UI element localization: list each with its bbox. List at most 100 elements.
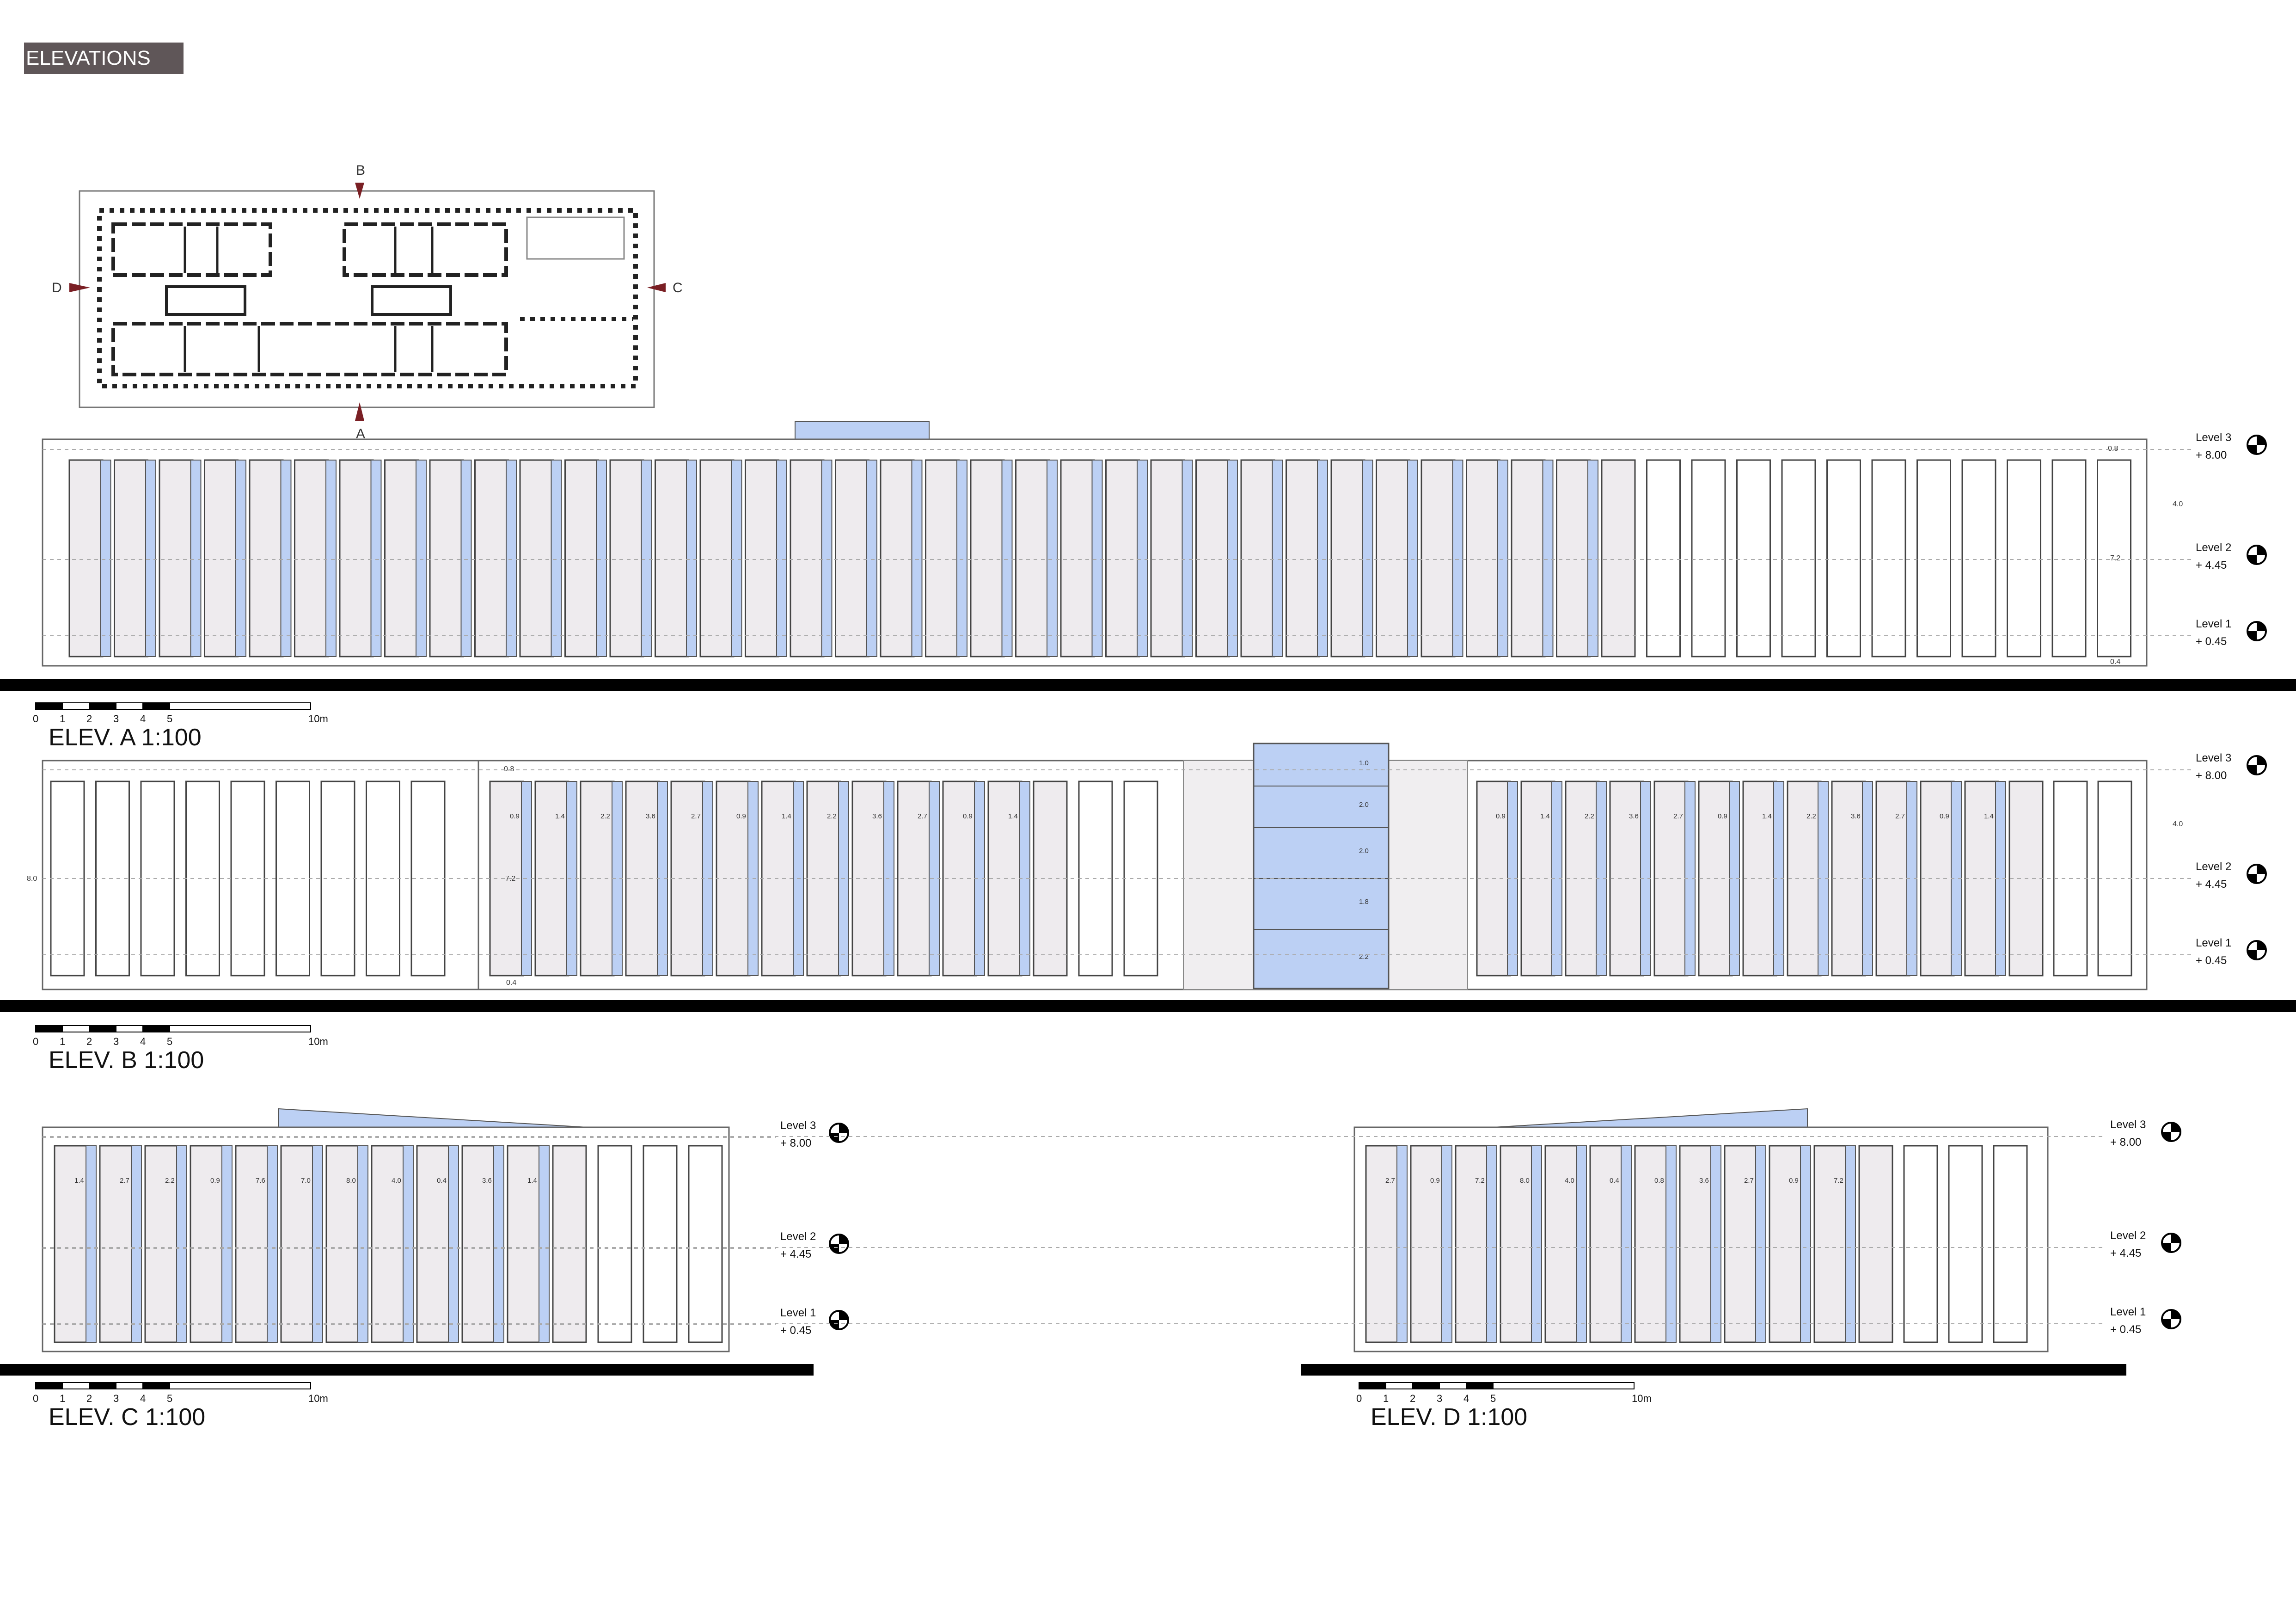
glazing-strip <box>1587 460 1598 657</box>
glazing-strip <box>596 460 607 657</box>
marker-a-label: A <box>356 426 365 442</box>
glazing-strip <box>1396 1145 1408 1343</box>
dim-label: 2.7 <box>1744 1177 1754 1185</box>
dim-label: 2.2 <box>600 812 610 820</box>
sheet-title: ELEVATIONS <box>26 47 151 69</box>
scale-segment <box>1412 1382 1440 1389</box>
scale-segment <box>35 702 63 710</box>
glazing-strip <box>1182 460 1193 657</box>
caption-elev-b: ELEV. B 1:100 <box>49 1047 204 1074</box>
facade-panel <box>159 459 194 657</box>
facade-panel <box>294 459 329 657</box>
elev-a-level-name: Level 2 <box>2196 541 2231 554</box>
elev-c-scale-tick: 2 <box>86 1393 92 1404</box>
dim-b-span: 4.0 <box>2173 820 2183 828</box>
facade-panel <box>1410 1145 1445 1343</box>
dim-label: 2.2 <box>165 1177 175 1185</box>
elev-a-scale-end: 10m <box>308 713 328 725</box>
elev-c-level-value: + 0.45 <box>780 1324 811 1337</box>
glazing-strip <box>1362 460 1373 657</box>
scale-segment <box>1493 1382 1635 1389</box>
elev-b-scale-tick: 0 <box>33 1036 38 1047</box>
facade-panel <box>699 459 735 657</box>
facade-panel <box>1365 1145 1400 1343</box>
glazing-strip <box>539 1145 550 1343</box>
dim-label: 1.4 <box>555 812 565 820</box>
dim-label: 0.9 <box>736 812 746 820</box>
elev-d-scale-tick: 3 <box>1437 1393 1442 1404</box>
facade-panel <box>1831 780 1866 977</box>
facade-panel <box>835 459 869 657</box>
facade-panel <box>1634 1145 1669 1343</box>
facade-panel <box>1455 1145 1490 1343</box>
dim-label: 3.6 <box>1629 812 1639 820</box>
scale-segment <box>142 702 170 710</box>
facade-panel <box>1858 1145 1893 1343</box>
dim-label: 4.0 <box>392 1177 401 1185</box>
elev-d-level-value: + 8.00 <box>2110 1136 2141 1149</box>
level-datum-fill <box>2257 436 2266 445</box>
glazing-strip <box>86 1145 97 1343</box>
elev-b-scale-tick: 1 <box>60 1036 65 1047</box>
scale-segment <box>1359 1382 1386 1389</box>
elev-c-level-value: + 8.00 <box>780 1137 811 1149</box>
glazing-strip <box>1091 460 1103 657</box>
elev-c-scale-tick: 1 <box>60 1393 65 1404</box>
dim-label: 2.7 <box>1895 812 1905 820</box>
elev-b-scale-tick: 4 <box>140 1036 146 1047</box>
level-datum-fill <box>2247 555 2257 564</box>
elev-b-scale-end: 10m <box>308 1036 328 1047</box>
facade-panel <box>68 459 104 657</box>
facade-panel <box>325 1145 361 1343</box>
glazing-strip <box>1227 460 1238 657</box>
facade-panel <box>519 459 554 657</box>
facade-panel <box>2007 459 2041 657</box>
elev-c-scale-tick: 5 <box>167 1393 172 1404</box>
facade-panel <box>1466 459 1500 657</box>
dim-label: 0.9 <box>510 812 520 820</box>
elev-a-scale-tick: 2 <box>86 713 92 725</box>
facade-panel <box>1993 1145 2028 1343</box>
elev-a-level-value: + 4.45 <box>2196 559 2227 571</box>
elev-d-scale-tick: 2 <box>1410 1393 1415 1404</box>
glazing-strip <box>1452 460 1463 657</box>
level-datum-fill <box>2162 1319 2171 1328</box>
level-datum-fill <box>839 1124 848 1133</box>
glazing-strip <box>1441 1145 1452 1343</box>
glazing-strip <box>325 460 337 657</box>
dim-label: 7.2 <box>1475 1177 1485 1185</box>
glazing-strip <box>1497 460 1508 657</box>
dim-label: 0.9 <box>210 1177 220 1185</box>
title-bar <box>24 43 184 74</box>
glazing-strip <box>312 1145 323 1343</box>
glazing-strip <box>1137 460 1148 657</box>
facade-panel <box>1826 459 1861 657</box>
dim-b-bottom: 0.4 <box>506 979 516 987</box>
scale-segment <box>89 1382 116 1389</box>
facade-panel <box>1195 459 1230 657</box>
facade-panel <box>144 1145 179 1343</box>
caption-elev-c: ELEV. C 1:100 <box>49 1404 205 1431</box>
facade-panel <box>2097 459 2131 657</box>
dim-label: 1.4 <box>1540 812 1550 820</box>
dim-label: 7.2 <box>1834 1177 1843 1185</box>
stair-dim: 2.2 <box>1359 953 1369 961</box>
dim-a-top: 0.8 <box>2108 445 2118 453</box>
facade-panel <box>1240 459 1275 657</box>
glazing-strip <box>1800 1145 1811 1343</box>
dim-b-top: 0.8 <box>504 765 514 773</box>
key-plan: B A D C <box>52 163 683 442</box>
facade-panel <box>745 459 779 657</box>
dim-label: 0.9 <box>963 812 973 820</box>
elev-d-level-name: Level 1 <box>2110 1306 2146 1318</box>
elev-d-level-name: Level 3 <box>2110 1118 2146 1131</box>
glazing-strip <box>551 460 562 657</box>
elev-a-level-name: Level 1 <box>2196 618 2231 630</box>
level-datum-fill <box>830 1244 839 1253</box>
marker-d-label: D <box>52 280 62 295</box>
dim-label: 2.2 <box>1806 812 1816 820</box>
glazing-strip <box>821 460 833 657</box>
scale-segment <box>35 1382 63 1389</box>
scale-segment <box>142 1382 170 1389</box>
